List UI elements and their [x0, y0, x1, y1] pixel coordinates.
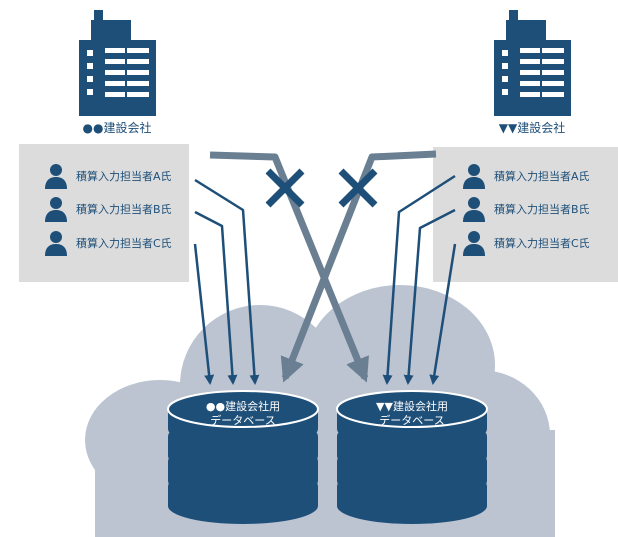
blocked-arrow-right-to-left [280, 150, 437, 383]
x-mark-icon [265, 168, 305, 208]
database-icon [336, 390, 488, 524]
person-icon [45, 197, 67, 222]
staff-name: 積算入力担当者A氏 [494, 170, 590, 183]
office-building-icon [494, 10, 571, 116]
staff-member: 積算入力担当者B氏 [44, 196, 172, 222]
company-label-left: ●●建設会社 [82, 121, 152, 135]
staff-member: 積算入力担当者A氏 [44, 163, 172, 189]
person-icon [463, 164, 485, 189]
staff-panel-right [433, 147, 618, 282]
staff-name: 積算入力担当者A氏 [76, 170, 172, 183]
person-icon [463, 197, 485, 222]
staff-member: 積算入力担当者C氏 [44, 230, 172, 256]
office-building-icon [79, 10, 156, 116]
staff-member: 積算入力担当者A氏 [462, 163, 590, 189]
staff-name: 積算入力担当者B氏 [494, 203, 590, 216]
x-mark-icon [338, 168, 378, 208]
access-arrows-right [382, 174, 457, 385]
person-icon [45, 231, 67, 256]
database-icon [167, 390, 319, 524]
staff-member: 積算入力担当者B氏 [462, 196, 590, 222]
database-label-left: ●●建設会社用 データベース [205, 400, 281, 427]
staff-member: 積算入力担当者C氏 [462, 230, 590, 256]
database-label-right: ▼▼建設会社用 データベース [376, 400, 448, 427]
person-icon [45, 164, 67, 189]
blocked-access-arrows [209, 150, 437, 383]
access-arrows-left [193, 178, 260, 385]
staff-name: 積算入力担当者B氏 [76, 203, 172, 216]
company-label-right: ▼▼建設会社 [498, 121, 566, 135]
staff-name: 積算入力担当者C氏 [76, 237, 172, 250]
blocked-arrow-left-to-right [209, 151, 369, 383]
staff-panel-left [19, 144, 189, 282]
staff-name: 積算入力担当者C氏 [494, 237, 590, 250]
person-icon [463, 231, 485, 256]
